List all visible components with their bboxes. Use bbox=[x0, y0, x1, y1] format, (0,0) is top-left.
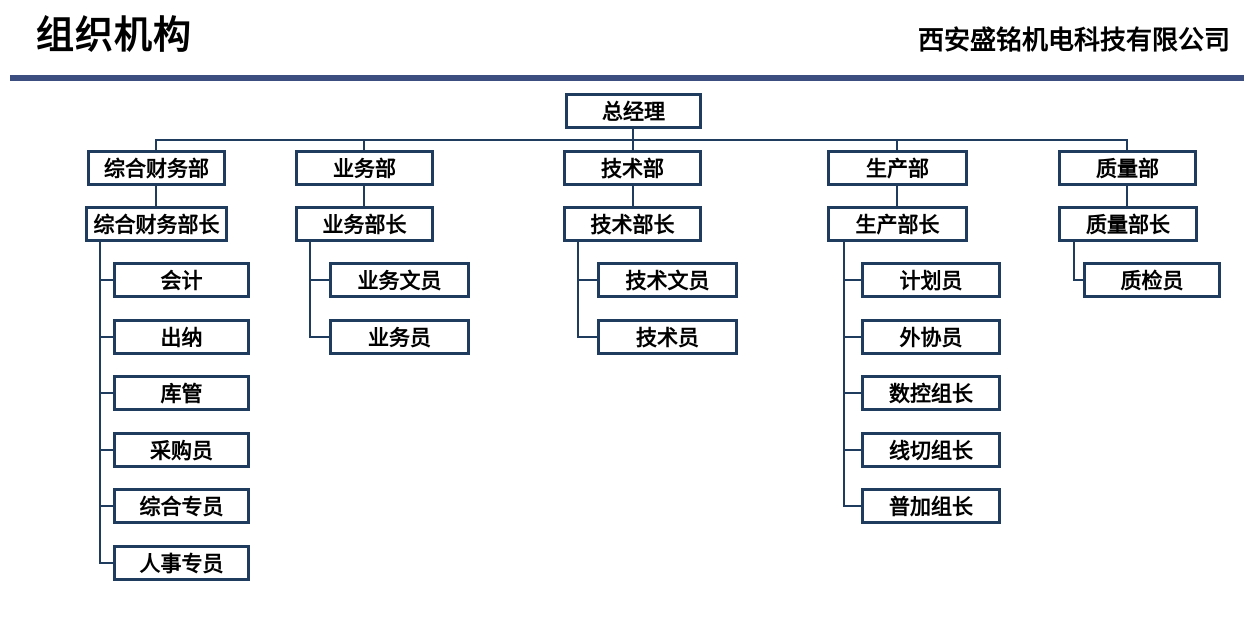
connector-dept-drop bbox=[363, 139, 365, 150]
connector-staff-stub bbox=[843, 336, 863, 338]
org-node-quality-dept-head: 质量部长 bbox=[1058, 206, 1198, 242]
connector-root-drop bbox=[632, 129, 634, 140]
org-node-wirecut-group-leader: 线切组长 bbox=[861, 432, 1001, 468]
org-node-salesperson: 业务员 bbox=[329, 319, 470, 355]
connector-dept-head bbox=[155, 186, 157, 206]
connector-staff-stub bbox=[843, 392, 863, 394]
connector-staff-vertical bbox=[843, 242, 845, 507]
connector-staff-vertical bbox=[309, 242, 311, 338]
connector-staff-stub bbox=[99, 505, 115, 507]
org-node-planner: 计划员 bbox=[861, 262, 1001, 298]
org-node-machining-group-leader: 普加组长 bbox=[861, 488, 1001, 524]
connector-staff-stub bbox=[99, 336, 115, 338]
org-node-outsourcing-coordinator: 外协员 bbox=[861, 319, 1001, 355]
org-node-finance-dept-head: 综合财务部长 bbox=[85, 206, 228, 242]
connector-staff-stub bbox=[577, 279, 599, 281]
connector-dept-head bbox=[363, 186, 365, 206]
connector-staff-stub bbox=[843, 449, 863, 451]
connector-staff-stub bbox=[1073, 279, 1085, 281]
connector-dept-head bbox=[1126, 186, 1128, 206]
org-node-warehouse-keeper: 库管 bbox=[113, 375, 250, 411]
connector-staff-stub bbox=[99, 449, 115, 451]
org-node-general-specialist: 综合专员 bbox=[113, 488, 250, 524]
connector-dept-drop bbox=[632, 139, 634, 150]
connector-dept-drop bbox=[155, 139, 157, 150]
connector-staff-stub bbox=[99, 279, 115, 281]
connector-main-horizontal bbox=[155, 139, 1128, 141]
org-node-cashier: 出纳 bbox=[113, 319, 250, 355]
connector-staff-stub bbox=[99, 392, 115, 394]
org-node-business-dept-head: 业务部长 bbox=[295, 206, 434, 242]
connector-staff-vertical bbox=[577, 242, 579, 338]
org-node-finance-dept: 综合财务部 bbox=[87, 150, 226, 186]
org-node-technician: 技术员 bbox=[597, 319, 738, 355]
org-node-production-dept: 生产部 bbox=[827, 150, 968, 186]
org-node-general-manager: 总经理 bbox=[565, 93, 702, 129]
page-title: 组织机构 bbox=[36, 15, 193, 57]
connector-dept-head bbox=[896, 186, 898, 206]
org-node-tech-dept-head: 技术部长 bbox=[563, 206, 702, 242]
org-node-business-dept: 业务部 bbox=[295, 150, 434, 186]
connector-staff-stub bbox=[309, 279, 331, 281]
connector-dept-head bbox=[632, 186, 634, 206]
connector-dept-drop bbox=[896, 139, 898, 150]
org-node-production-dept-head: 生产部长 bbox=[827, 206, 968, 242]
connector-dept-drop bbox=[1126, 139, 1128, 150]
connector-staff-stub bbox=[99, 562, 115, 564]
connector-staff-stub bbox=[309, 336, 331, 338]
company-name: 西安盛铭机电科技有限公司 bbox=[917, 25, 1230, 55]
connector-staff-stub bbox=[843, 505, 863, 507]
header-divider bbox=[10, 75, 1244, 81]
org-node-quality-inspector: 质检员 bbox=[1083, 262, 1221, 298]
org-node-tech-clerk: 技术文员 bbox=[597, 262, 738, 298]
org-node-business-clerk: 业务文员 bbox=[329, 262, 470, 298]
org-node-cnc-group-leader: 数控组长 bbox=[861, 375, 1001, 411]
connector-staff-vertical bbox=[1073, 242, 1075, 281]
org-node-quality-dept: 质量部 bbox=[1058, 150, 1197, 186]
org-node-accountant: 会计 bbox=[113, 262, 250, 298]
org-node-hr-specialist: 人事专员 bbox=[113, 545, 250, 581]
connector-staff-vertical bbox=[99, 242, 101, 564]
org-node-tech-dept: 技术部 bbox=[563, 150, 702, 186]
connector-staff-stub bbox=[577, 336, 599, 338]
org-node-purchaser: 采购员 bbox=[113, 432, 250, 468]
connector-staff-stub bbox=[843, 279, 863, 281]
